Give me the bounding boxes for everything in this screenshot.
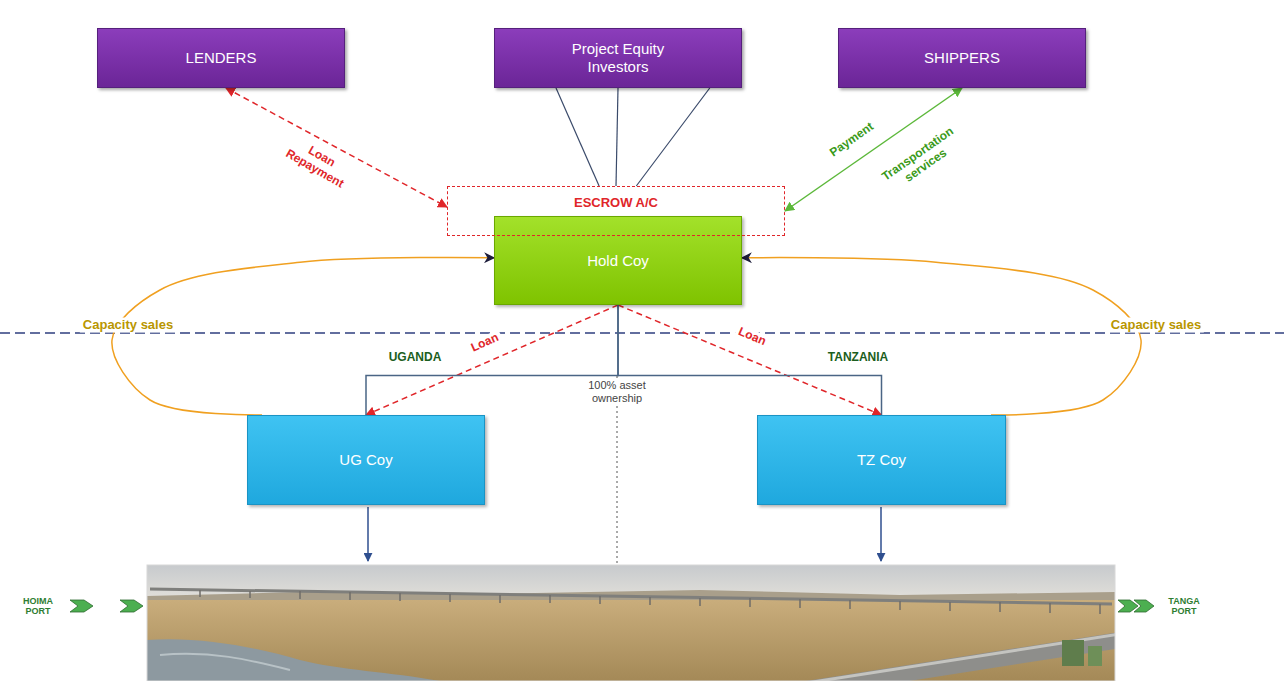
equity-line [636,88,709,186]
water-glint [160,654,290,670]
party-box: LENDERS [97,28,345,88]
edge-label: Capacity sales [1108,318,1204,333]
port-chevrons [70,600,1154,612]
box-label: ESCROW A/C [574,195,658,211]
port-label: TANGA PORT [1158,596,1210,617]
box-label: Hold Coy [587,252,649,270]
pipeline-photo [147,565,1115,681]
pipeline-supports [200,590,1100,614]
capacity-arrow [112,258,494,415]
company-box: UG Coy [247,415,485,505]
equity-line [556,88,599,186]
equipment [1062,640,1084,666]
edge-label: Loan [466,330,503,357]
party-box: Project Equity Investors [494,28,742,88]
large-pipe-highlight [800,634,1115,681]
sky [147,565,1115,605]
asset-arrow [880,507,882,561]
border-divider [0,332,1284,334]
chevron [1118,600,1138,612]
equipment [1088,646,1102,666]
photo-frame [147,565,1115,681]
capacity-arrow [742,258,1141,415]
pipeline [150,589,1112,604]
flow-label: Transportation services [871,118,974,201]
country-label: UGANDA [386,351,445,365]
equity-line [616,88,618,186]
edge-label: Loan Repayment [274,130,362,197]
box-label: SHIPPERS [924,49,1000,67]
edge-label: 100% asset ownership [578,379,656,404]
box-label: TZ Coy [857,451,906,469]
chevron [120,600,143,612]
edge-label: Loan [733,324,770,350]
box-label: LENDERS [186,49,257,67]
box-label: Project Equity Investors [548,40,688,76]
water [147,639,440,681]
port-label: HOIMA PORT [12,596,64,617]
company-box: TZ Coy [757,415,1006,505]
edge-label: Payment [825,118,879,161]
box-label: UG Coy [339,451,392,469]
asset-arrow [367,507,369,561]
loan-arrow [226,88,447,207]
chevron [1134,600,1154,612]
company-box: Hold Coy [494,216,742,305]
edge-label: Capacity sales [80,318,176,333]
party-box: SHIPPERS [838,28,1086,88]
chevron [70,600,93,612]
escrow-box: ESCROW A/C [447,186,785,236]
country-label: TANZANIA [825,351,891,365]
